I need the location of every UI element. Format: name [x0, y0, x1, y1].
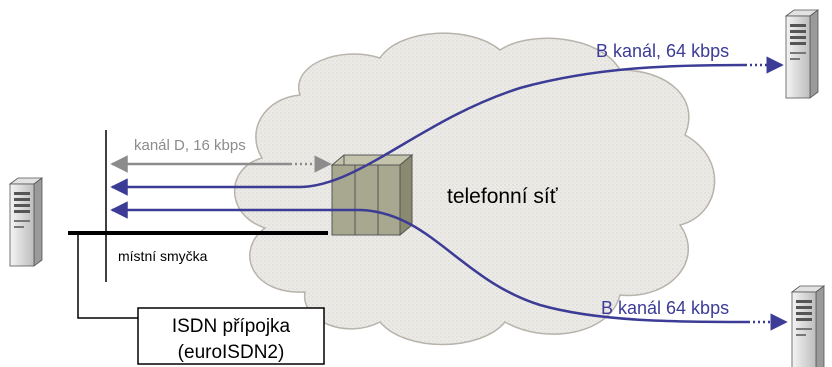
isdn-box-title: ISDN přípojka: [172, 316, 291, 337]
network-label: telefonní síť: [447, 185, 559, 208]
local-loop-label: místní smyčka: [118, 248, 208, 264]
exchange-switch: [330, 153, 414, 237]
isdn-box-subtitle: (euroISDN2): [178, 342, 285, 363]
b-channel-top-line: [110, 63, 746, 196]
b-channel-top-label: B kanál, 64 kbps: [596, 41, 729, 61]
d-channel-label: kanál D, 16 kbps: [134, 137, 246, 154]
b-channel-bottom-line: [110, 201, 749, 324]
isdn-box-connector: [77, 233, 138, 319]
left-server-icon: [8, 177, 44, 267]
b-channel-bottom-label: B kanál 64 kbps: [601, 298, 729, 318]
top-right-server-icon: [784, 9, 820, 99]
isdn-connection-box: [137, 307, 325, 365]
bottom-right-server-icon: [790, 285, 826, 367]
